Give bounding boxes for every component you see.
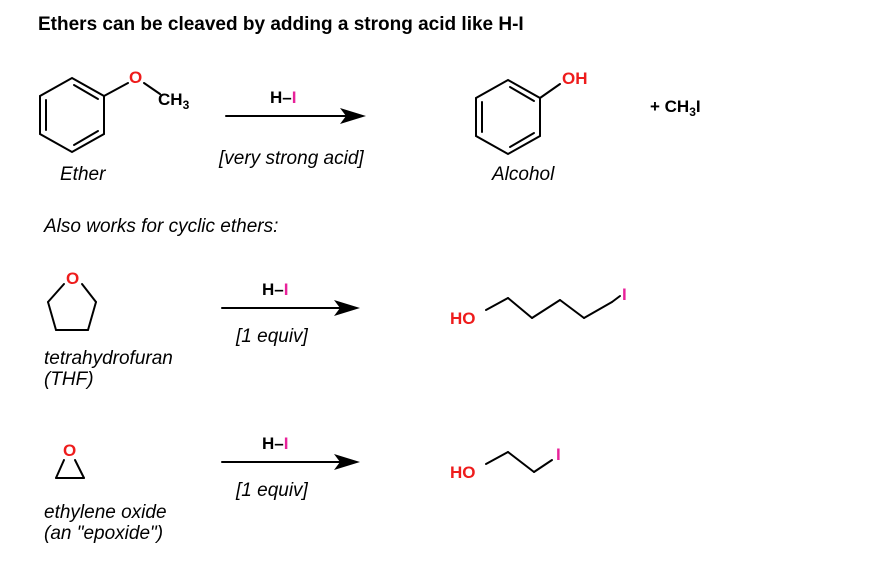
thf-name-line2: (THF) — [44, 369, 94, 390]
iodobutanol-structure — [485, 295, 621, 319]
product-3-hydroxyl: HO — [450, 463, 476, 482]
alcohol-label: Alcohol — [492, 164, 555, 185]
epoxide-name: ethylene oxide (an "epoxide") — [44, 502, 167, 544]
byproduct-iodine: I — [695, 97, 701, 116]
condition-2: [1 equiv] — [236, 326, 308, 347]
thf-name-line1: tetrahydrofuran — [44, 348, 173, 369]
arrowhead-3 — [334, 454, 360, 470]
reagent-1-hydrogen: H– — [270, 88, 292, 107]
phenol-oh: OH — [562, 69, 588, 88]
reagent-1: H–I — [270, 88, 296, 108]
methyl-group: CH3 — [158, 90, 189, 111]
reagent-3-hydrogen: H– — [262, 434, 284, 453]
ether-label: Ether — [60, 164, 106, 185]
reagent-2-hydrogen: H– — [262, 280, 284, 299]
reagent-2-iodine: I — [283, 280, 289, 299]
byproduct-text: + CH — [650, 97, 690, 116]
reagent-3: H–I — [262, 434, 288, 454]
epoxide-name-line2: (an "epoxide") — [44, 523, 164, 544]
arrowhead-2 — [334, 300, 360, 316]
section-label: Also works for cyclic ethers: — [44, 216, 279, 237]
reagent-1-iodine: I — [291, 88, 297, 107]
methyl-subscript: 3 — [182, 98, 190, 112]
product-2-iodine: I — [622, 285, 627, 304]
methyl-iodide-byproduct: + CH3I — [650, 97, 701, 118]
product-2-hydroxyl: HO — [450, 309, 476, 328]
methyl-text: CH — [158, 90, 183, 109]
iodoethanol-structure — [485, 451, 553, 473]
page-title: Ethers can be cleaved by adding a strong… — [38, 14, 524, 35]
phenol-structure — [475, 78, 561, 156]
reagent-3-iodine: I — [283, 434, 289, 453]
anisole-oxygen: O — [129, 68, 143, 87]
product-3-iodine: I — [556, 445, 561, 464]
byproduct-subscript: 3 — [689, 105, 696, 119]
epoxide-oxygen: O — [63, 441, 77, 460]
thf-name: tetrahydrofuran (THF) — [44, 348, 173, 390]
thf-structure — [47, 283, 97, 331]
condition-3: [1 equiv] — [236, 480, 308, 501]
epoxide-structure — [55, 459, 85, 479]
condition-1: [very strong acid] — [219, 148, 364, 169]
thf-oxygen: O — [66, 269, 80, 288]
epoxide-name-line1: ethylene oxide — [44, 502, 167, 523]
reagent-2: H–I — [262, 280, 288, 300]
anisole-structure — [39, 76, 161, 154]
arrowhead-1 — [340, 108, 366, 124]
